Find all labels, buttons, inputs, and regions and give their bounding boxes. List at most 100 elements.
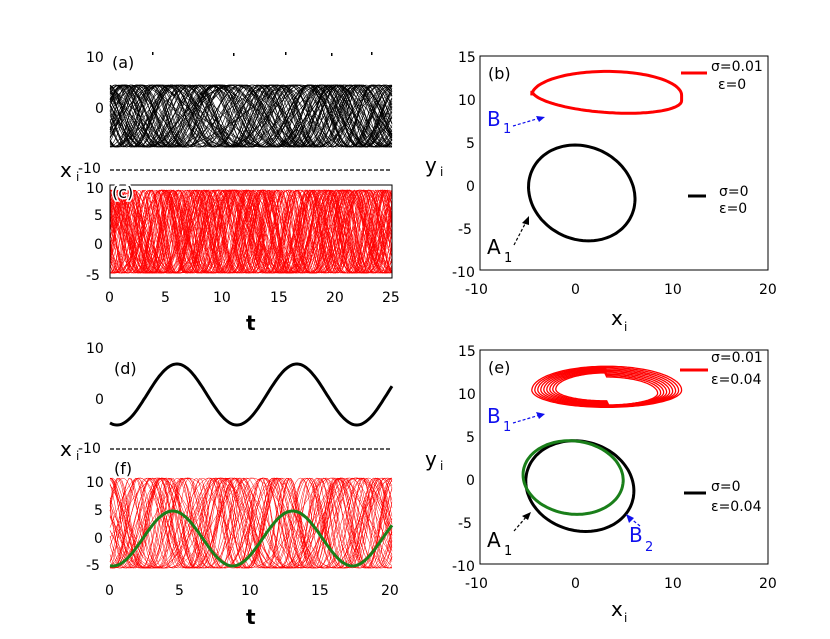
panel-e-B1-label: B	[487, 404, 501, 428]
panel-b-xlabel-sub: i	[624, 320, 627, 334]
panel-b-legend-black-line2: ε=0	[719, 201, 747, 217]
panel-a-traces	[109, 52, 393, 148]
panel-f-label: (f)	[114, 459, 132, 478]
panel-c-ytick-5: 5	[94, 208, 103, 224]
panel-f: (f) 10 5 0 -5 0 5 10 15 20 t x i	[60, 437, 399, 629]
panel-c: (c) 10 5 0 -5 0 5 10 15 20 25 t x i	[60, 158, 400, 335]
panel-b-ytick-0: 0	[466, 179, 475, 195]
panel-f-xlabel: t	[246, 605, 256, 629]
panel-b-ytick-minus5: -5	[458, 222, 472, 238]
panel-a-stray-dot	[371, 52, 373, 55]
panel-c-traces	[109, 189, 393, 274]
panel-b-B1-arrowhead	[536, 116, 545, 122]
panel-e-legend-black-line1: σ=0	[711, 479, 741, 495]
panel-f-trace	[109, 477, 393, 569]
panel-e-A1-label: A	[487, 528, 501, 552]
panel-b-xtick-minus10: -10	[465, 282, 488, 298]
panel-e-A1-sub: 1	[504, 544, 512, 559]
panel-b-B1-sub: 1	[503, 122, 511, 137]
panel-d: 10 0 -10 (d)	[78, 341, 394, 457]
panel-b-ytick-5: 5	[466, 136, 475, 152]
panel-b-frame	[479, 55, 769, 271]
panel-f-green-trace	[109, 509, 394, 568]
panel-a-ytick-minus10: -10	[78, 161, 101, 177]
panel-a-trace	[109, 84, 393, 148]
panel-e-ytick-minus10: -10	[452, 559, 475, 575]
panel-a-trace	[109, 84, 393, 148]
panel-b-ylabel: y	[425, 153, 437, 177]
panel-f-trace	[109, 477, 393, 569]
panel-f-trace	[109, 477, 393, 569]
panel-a-label: (a)	[112, 53, 134, 72]
panel-b: (b) σ=0.01 ε=0 σ=0 ε=0 B 1 A 1 15 10 5 0…	[425, 50, 777, 334]
panel-f-xtick-20: 20	[381, 583, 399, 599]
panel-e-ytick-minus5: -5	[458, 516, 472, 532]
panel-c-trace	[109, 189, 393, 274]
panel-f-trace	[109, 477, 393, 569]
panel-c-label: (c)	[112, 183, 133, 202]
panel-e-ytick-15: 15	[458, 344, 476, 360]
panel-e-A1-arrow	[513, 515, 528, 532]
panel-d-ytick-10: 10	[86, 341, 104, 357]
panel-e-frame	[479, 349, 769, 565]
panel-e-legend-black-line2: ε=0.04	[711, 499, 762, 515]
panel-c-ytick-0: 0	[94, 237, 103, 253]
panel-b-A1-arrow	[513, 221, 527, 246]
panel-f-trace	[109, 477, 393, 569]
panel-a-stray-dot	[233, 53, 235, 56]
panel-b-B1-label: B	[487, 107, 501, 131]
panel-f-red-traces	[109, 477, 393, 569]
panel-c-trace	[109, 189, 393, 274]
panel-a-trace	[109, 84, 393, 148]
panel-e-xtick-minus10: -10	[465, 576, 488, 592]
panel-f-trace	[109, 477, 393, 569]
panel-f-xtick-0: 0	[105, 583, 114, 599]
panel-c-xlabel: t	[246, 311, 256, 335]
panel-a-trace	[109, 84, 393, 148]
panel-f-trace	[109, 477, 392, 569]
panel-c-frame	[109, 184, 393, 279]
panel-c-trace	[109, 189, 393, 274]
panel-b-orbit-A1	[526, 143, 637, 243]
panel-a-trace	[109, 84, 393, 148]
panel-c-trace	[109, 189, 393, 274]
panel-f-trace	[109, 477, 393, 569]
panel-a-trace	[109, 84, 393, 148]
panel-c-xtick-5: 5	[161, 290, 170, 306]
panel-c-xtick-25: 25	[382, 290, 400, 306]
panel-e-xtick-0: 0	[571, 576, 580, 592]
panel-c-trace	[109, 189, 393, 274]
panel-c-ytick-10: 10	[86, 181, 104, 197]
panel-e-B1-arrow	[512, 414, 541, 424]
panel-b-B1-arrow	[512, 117, 541, 127]
panel-a-trace	[109, 84, 393, 148]
panel-b-ytick-10: 10	[458, 93, 476, 109]
panel-f-ytick-5: 5	[94, 503, 103, 519]
panel-f-trace	[109, 477, 393, 569]
panel-b-xtick-0: 0	[571, 282, 580, 298]
panel-f-xtick-15: 15	[311, 583, 329, 599]
panel-e-ytick-5: 5	[466, 430, 475, 446]
panel-c-trace	[109, 189, 393, 274]
panel-c-trace	[109, 190, 393, 274]
panel-f-trace	[109, 477, 393, 569]
panel-b-legend-red-line1: σ=0.01	[711, 59, 763, 75]
upper-left-ylabel: x	[60, 158, 72, 182]
panel-b-legend-black-line1: σ=0	[719, 184, 749, 200]
panel-e-B1-sub: 1	[503, 420, 511, 435]
panel-f-xtick-10: 10	[241, 583, 259, 599]
panel-a: 10 0 -10 (a)	[78, 50, 393, 177]
panel-e-B2-label: B	[629, 523, 643, 547]
panel-e-ytick-10: 10	[458, 387, 476, 403]
panel-a-stray-dot	[285, 52, 287, 55]
panel-f-xtick-5: 5	[175, 583, 184, 599]
panel-a-trace	[109, 84, 393, 148]
panel-b-xlabel: x	[611, 306, 623, 330]
panel-a-trace	[109, 84, 393, 148]
panel-c-ytick-minus5: -5	[86, 268, 100, 284]
panel-a-trace	[109, 84, 393, 148]
panel-a-ytick-10: 10	[86, 50, 104, 66]
panel-e-xlabel: x	[611, 597, 623, 621]
panel-e-label: (e)	[488, 358, 510, 377]
